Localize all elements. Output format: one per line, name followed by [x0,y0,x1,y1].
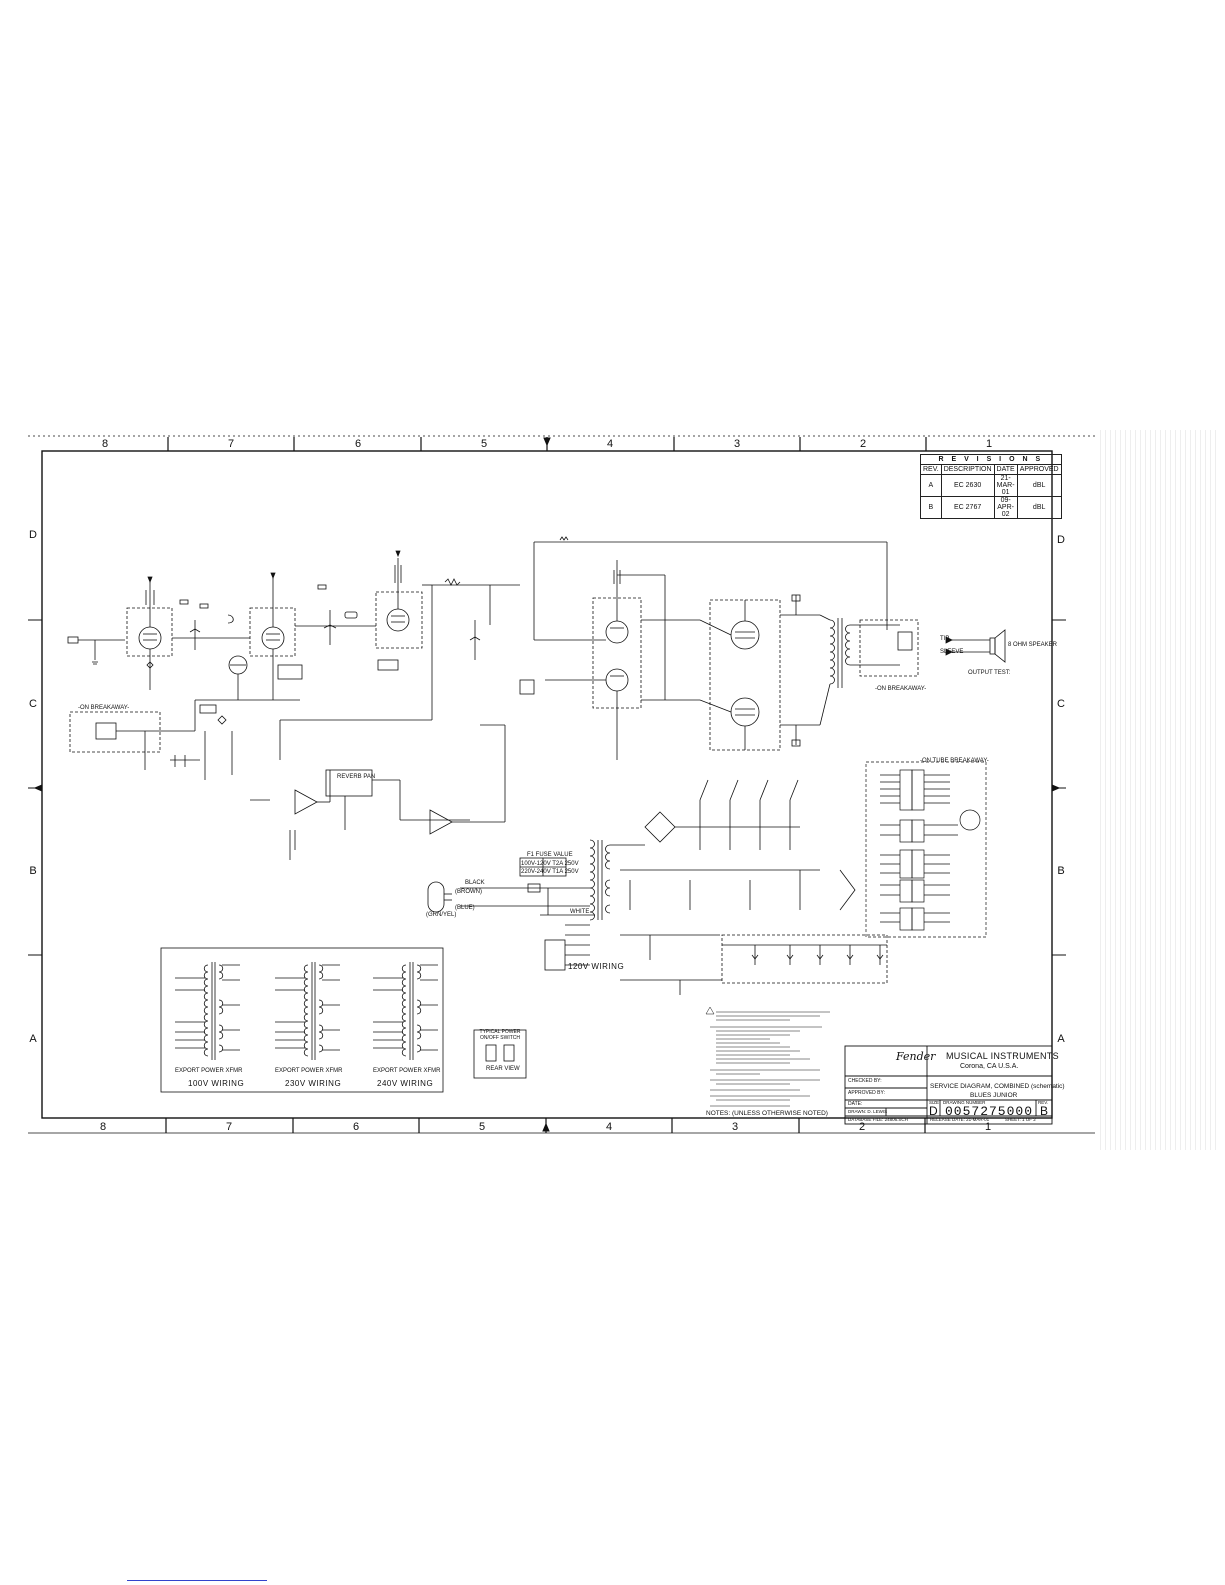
company-city: Corona, CA U.S.A. [960,1063,1019,1070]
column-label-top-7: 7 [227,438,235,450]
revision-row: B EC 2767 09-APR-02 dBL [920,496,1062,519]
revision-description: EC 2767 [940,496,995,519]
reverb-pan-label: REVERB PAN [337,774,376,780]
drawing-subtitle: BLUES JUNIOR [970,1092,1018,1099]
sheet-label: SHEET: 1 OF 2 [1005,1117,1036,1122]
output-test-label: OUTPUT TEST: [968,670,1011,676]
column-label-bottom-6: 6 [352,1121,360,1133]
white-wire-label: WHITE [570,909,590,915]
column-label-bottom-7: 7 [225,1121,233,1133]
title-block-frame [844,1045,1053,1125]
wiring-100v-label: 100V WIRING [188,1079,245,1088]
power-switch-label: TYPICAL POWER ON/OFF SWITCH [479,1029,521,1041]
revision-letter: B [920,496,942,519]
sleeve-label: SLEEVE [940,649,964,655]
blue-wire-label: (BLUE) [455,905,475,911]
row-label-left-c: C [29,698,37,710]
rev-header-description: DESCRIPTION [940,464,995,475]
wiring-230v-label: 230V WIRING [285,1079,342,1088]
column-label-top-8: 8 [101,438,109,450]
revision-date: 21-MAR-01 [993,474,1018,497]
rev-header-approved: APPROVED [1016,464,1062,475]
drawing-rev: B [1040,1104,1049,1118]
rev-header-rev: REV. [920,464,942,475]
export-xfmr-caption-3: EXPORT POWER XFMR [373,1068,441,1074]
approved-by-label: APPROVED BY: [848,1090,885,1096]
revision-approver: dBL [1016,474,1062,497]
row-label-left-a: A [29,1033,37,1045]
column-label-top-1: 1 [985,438,993,450]
wiring-240v-label: 240V WIRING [377,1079,434,1088]
company-name: MUSICAL INSTRUMENTS [946,1051,1059,1061]
export-wiring-diagrams [160,947,527,1093]
export-xfmr-caption-1: EXPORT POWER XFMR [175,1068,243,1074]
date-label: DATE: [848,1101,863,1107]
row-label-right-d: D [1057,534,1065,546]
column-label-top-3: 3 [733,438,741,450]
on-breakaway-left-label: -ON BREAKAWAY- [78,705,130,711]
column-label-bottom-3: 3 [731,1121,739,1133]
drawn-by-label: DRAWN: D. LEWIS [848,1109,888,1114]
drawing-number-label: DRAWING NUMBER [943,1100,986,1105]
column-label-bottom-8: 8 [99,1121,107,1133]
revisions-table: R E V I S I O N S REV. DESCRIPTION DATE … [920,454,1062,519]
size-label: SIZE [929,1100,940,1105]
column-label-bottom-2: 2 [858,1121,866,1133]
fuse-row-1: 100V-120V T2A 250V [521,861,579,867]
row-label-left-d: D [29,529,37,541]
sheet-border [28,435,1095,1134]
speaker-label: 8 OHM SPEAKER [1008,642,1058,648]
rev-label: REV. [1038,1100,1049,1105]
column-label-bottom-5: 5 [478,1121,486,1133]
row-label-right-c: C [1057,698,1065,710]
fender-logo: Fender [896,1050,936,1063]
brown-wire-label: (BROWN) [455,889,482,895]
preamp-circuit [67,550,520,860]
row-label-right-b: B [1057,865,1065,877]
row-label-left-b: B [29,865,37,877]
power-amp-circuit [519,536,1006,760]
checked-by-label: CHECKED BY: [848,1078,882,1084]
power-supply-circuit [427,779,888,995]
link-underline [127,1580,267,1581]
column-label-top-4: 4 [606,438,614,450]
grn-yel-wire-label: (GRN/YEL) [426,912,457,918]
tube-breakaway-connectors [865,761,987,938]
column-label-bottom-4: 4 [605,1121,613,1133]
column-label-bottom-1: 1 [984,1121,992,1133]
fuse-value-label: F1 FUSE VALUE [527,852,573,858]
notes-label: NOTES: (UNLESS OTHERWISE NOTED) [706,1110,828,1117]
revision-letter: A [920,474,942,497]
revision-description: EC 2630 [940,474,995,497]
drawing-number: 0057275000 [945,1104,1034,1119]
column-label-top-5: 5 [480,438,488,450]
revision-date: 09-APR-02 [993,496,1018,519]
wiring-120v-label: 120V WIRING [568,962,625,971]
on-tube-breakaway-label: -ON TUBE BREAKAWAY- [920,758,989,764]
column-label-top-2: 2 [859,438,867,450]
column-label-top-6: 6 [354,438,362,450]
notes-block [705,1006,830,1107]
fuse-row-2: 220V-240V T1A 250V [521,869,579,875]
revisions-title: R E V I S I O N S [920,454,1062,465]
release-date-label: RELEASE DATE: 21-MAR-01 [930,1117,990,1122]
revision-approver: dBL [1016,496,1062,519]
drawing-title: SERVICE DIAGRAM, COMBINED (schematic) [930,1083,1065,1090]
rear-view-label: REAR VIEW [486,1066,520,1072]
tip-label: TIP [940,636,950,642]
export-xfmr-caption-2: EXPORT POWER XFMR [275,1068,343,1074]
database-file-label: DATABASE FILE: 24806.SCH [848,1117,908,1122]
on-breakaway-right-label: -ON BREAKAWAY- [875,686,927,692]
black-wire-label: BLACK [465,880,485,886]
scan-noise [1100,430,1220,1150]
drawing-size: D [929,1104,938,1118]
row-label-right-a: A [1057,1033,1065,1045]
revision-row: A EC 2630 21-MAR-01 dBL [920,474,1062,497]
rev-header-date: DATE [993,464,1018,475]
